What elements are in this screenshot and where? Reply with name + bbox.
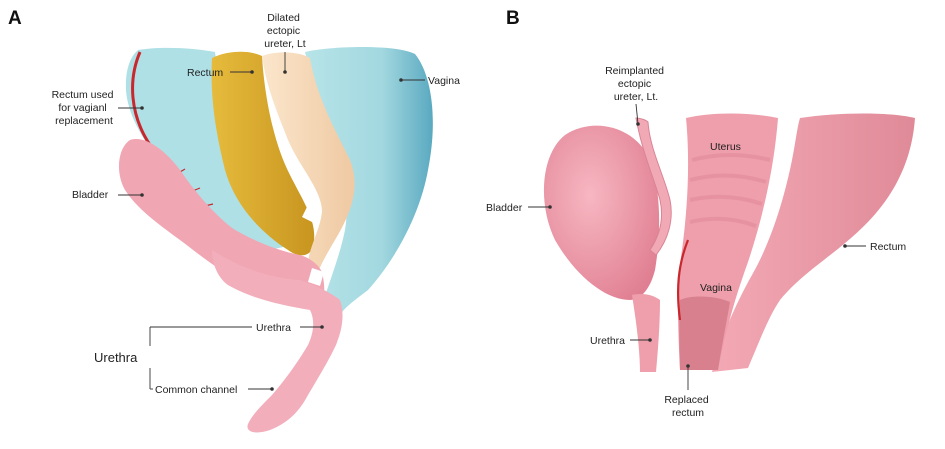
label-rectum-a: Rectum [187, 67, 223, 79]
label-bladder-b: Bladder [486, 202, 523, 214]
label-rectum-used: Rectum used for vagianl replacement [52, 89, 117, 127]
bladder-a [118, 139, 325, 300]
gap-a2 [308, 268, 324, 286]
label-common-channel: Common channel [155, 384, 237, 396]
panel-b-letter: B [506, 8, 520, 29]
label-replaced-rectum: Replaced rectum [664, 394, 711, 419]
panel-a-letter: A [8, 8, 22, 29]
rectum-b [712, 113, 915, 372]
label-uterus: Uterus [710, 141, 741, 153]
label-urethra-inner: Urethra [256, 322, 291, 334]
label-bladder-a: Bladder [72, 189, 109, 201]
bladder-b [543, 125, 660, 300]
label-rectum-b: Rectum [870, 241, 906, 253]
label-vagina-b: Vagina [700, 282, 732, 294]
ureter-b [635, 117, 672, 256]
label-urethra-b: Urethra [590, 335, 625, 347]
ureter-a [262, 52, 355, 272]
labels-panel-a: Dilated ectopic ureter, Lt Rectum Vagina… [52, 12, 460, 396]
panel-b: B [506, 8, 915, 372]
label-reimplanted-ureter: Reimplanted ectopic ureter, Lt. [605, 65, 667, 103]
rectum-a [211, 51, 315, 256]
panel-a: A [8, 8, 433, 433]
label-urethra-group: Urethra [94, 350, 138, 365]
gap-a1 [302, 205, 322, 223]
neovagina-a [125, 47, 291, 250]
urethra-b [632, 293, 660, 372]
vagina-a [305, 47, 433, 312]
labels-panel-b: Reimplanted ectopic ureter, Lt. Uterus B… [486, 65, 906, 419]
label-dilated-ureter: Dilated ectopic ureter, Lt [264, 12, 306, 50]
urethra-a [247, 280, 343, 433]
label-vagina-a: Vagina [428, 75, 460, 87]
replaced-rectum-b [679, 296, 730, 370]
